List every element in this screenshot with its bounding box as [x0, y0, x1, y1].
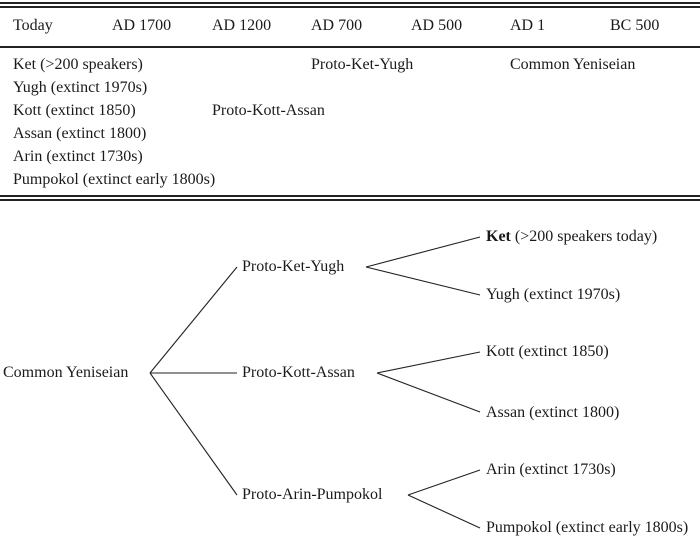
- table-top-rule: [0, 2, 700, 4]
- tree-leaf-ket-note: (>200 speakers today): [514, 228, 658, 245]
- table-lang-yugh: Yugh (extinct 1970s): [13, 79, 148, 96]
- tree-leaf-kott: Kott (extinct 1850): [486, 343, 609, 360]
- header-ad-1: AD 1: [510, 17, 546, 34]
- edge-root-ket-yugh: [149, 266, 238, 374]
- edge-ket-yugh-ket: [365, 236, 481, 268]
- edge-root-arin-pumpokol: [149, 372, 238, 496]
- header-ad-700: AD 700: [311, 17, 363, 34]
- tree-node-proto-ket-yugh: Proto-Ket-Yugh: [242, 258, 345, 275]
- table-lang-arin: Arin (extinct 1730s): [13, 148, 143, 165]
- tree-leaf-arin: Arin (extinct 1730s): [486, 461, 616, 478]
- header-bc-500: BC 500: [610, 17, 660, 34]
- edge-ket-yugh-yugh: [365, 266, 481, 296]
- tree-root-common-yeniseian: Common Yeniseian: [3, 364, 129, 381]
- table-header-rule: [0, 46, 700, 48]
- table-top-rule-2: [0, 6, 700, 8]
- table-proto-kott-assan: Proto-Kott-Assan: [212, 102, 325, 119]
- table-common-yeniseian: Common Yeniseian: [510, 56, 636, 73]
- header-ad-1700: AD 1700: [112, 17, 172, 34]
- tree-leaf-ket-name: Ket: [486, 228, 511, 245]
- table-lang-kott: Kott (extinct 1850): [13, 102, 136, 119]
- tree-leaf-pumpokol: Pumpokol (extinct early 1800s): [486, 519, 689, 536]
- edge-arin-pumpokol-pumpokol: [407, 494, 481, 529]
- tree-node-proto-kott-assan: Proto-Kott-Assan: [242, 364, 355, 381]
- edge-kott-assan-assan: [376, 372, 481, 413]
- edge-arin-pumpokol-arin: [407, 469, 481, 496]
- table-lang-pumpokol: Pumpokol (extinct early 1800s): [13, 171, 216, 188]
- tree-node-proto-arin-pumpokol: Proto-Arin-Pumpokol: [242, 486, 383, 503]
- table-proto-ket-yugh: Proto-Ket-Yugh: [311, 56, 414, 73]
- tree-leaf-ket: Ket (>200 speakers today): [486, 228, 657, 246]
- table-bottom-rule-2: [0, 199, 700, 201]
- table-lang-assan: Assan (extinct 1800): [13, 125, 147, 142]
- header-today: Today: [13, 17, 53, 34]
- header-ad-500: AD 500: [411, 17, 463, 34]
- header-ad-1200: AD 1200: [212, 17, 272, 34]
- table-lang-ket: Ket (>200 speakers): [13, 56, 143, 73]
- tree-leaf-assan: Assan (extinct 1800): [486, 404, 620, 421]
- tree-leaf-yugh: Yugh (extinct 1970s): [486, 286, 621, 303]
- edge-kott-assan-kott: [376, 351, 481, 374]
- table-bottom-rule: [0, 195, 700, 197]
